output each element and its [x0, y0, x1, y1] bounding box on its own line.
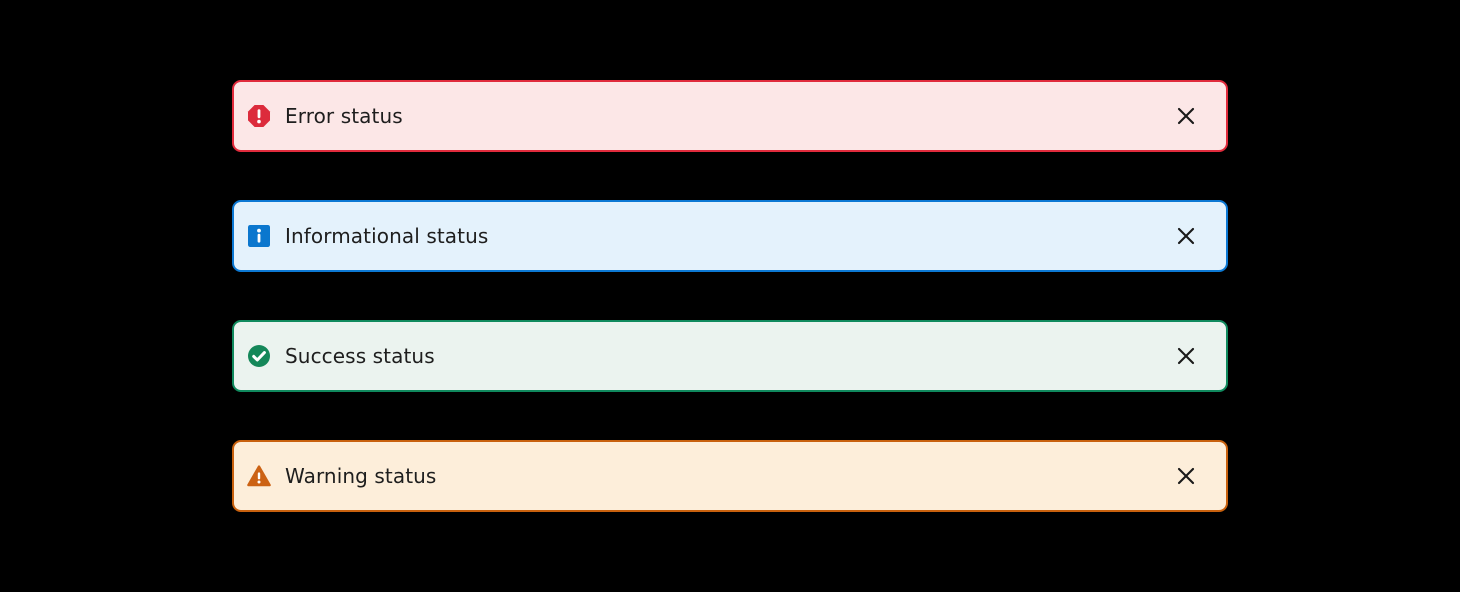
close-button[interactable] — [1170, 220, 1202, 252]
close-button[interactable] — [1170, 100, 1202, 132]
info-square-icon — [247, 224, 271, 248]
close-button[interactable] — [1170, 460, 1202, 492]
close-button[interactable] — [1170, 340, 1202, 372]
alert-label: Success status — [285, 344, 435, 368]
alert-label: Warning status — [285, 464, 437, 488]
close-icon — [1174, 104, 1198, 128]
alert-warning: Warning status — [232, 440, 1228, 512]
alert-error: Error status — [232, 80, 1228, 152]
alert-info: Informational status — [232, 200, 1228, 272]
alert-stack: Error status Informational status — [232, 80, 1228, 512]
page-background: { "page": { "background_color": "#000000… — [0, 80, 1460, 592]
error-octagon-icon — [247, 104, 271, 128]
close-icon — [1174, 464, 1198, 488]
close-icon — [1174, 344, 1198, 368]
success-check-circle-icon — [247, 344, 271, 368]
alert-label: Informational status — [285, 224, 489, 248]
close-icon — [1174, 224, 1198, 248]
alert-success: Success status — [232, 320, 1228, 392]
warning-triangle-icon — [247, 464, 271, 488]
alert-label: Error status — [285, 104, 403, 128]
